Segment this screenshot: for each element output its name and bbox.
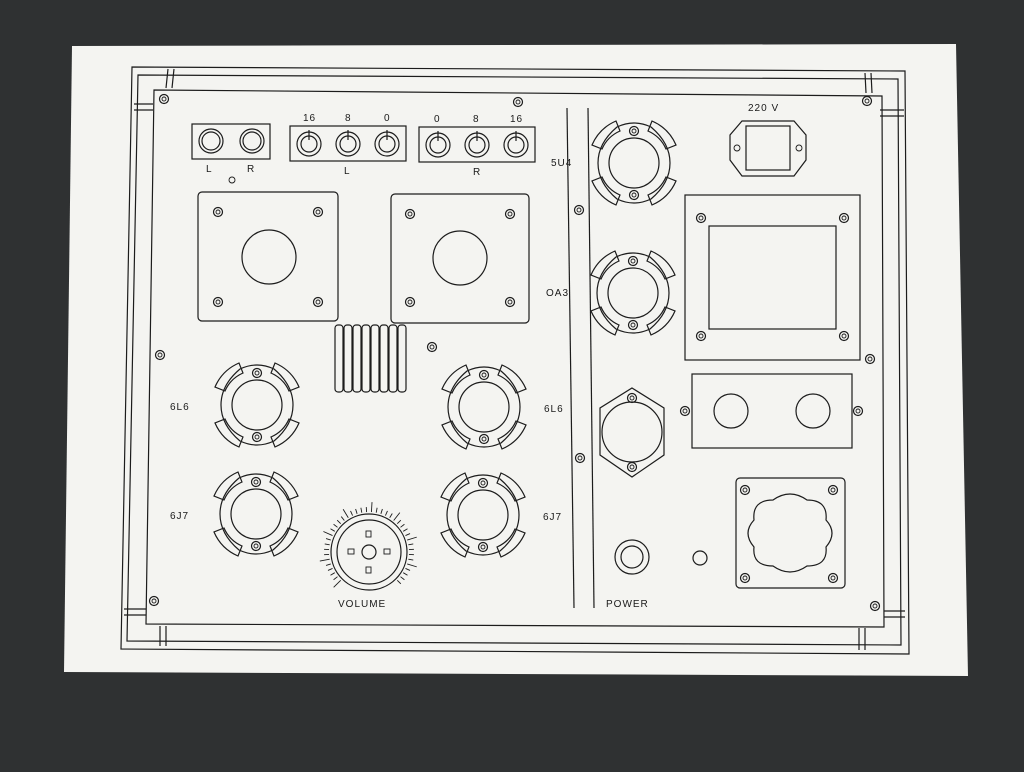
tap-0-left-label: 0 (384, 113, 391, 124)
tap-16-right-label: 16 (510, 114, 523, 125)
tap-left-channel-label: L (344, 166, 351, 177)
voltage-label: 220 V (748, 103, 779, 114)
input-right-label: R (247, 164, 255, 175)
tube-6l6-right-label: 6L6 (544, 404, 564, 415)
tap-right-channel-label: R (473, 167, 481, 178)
tap-8-right-label: 8 (473, 114, 480, 125)
tube-oa3-label: OA3 (546, 288, 569, 299)
tube-6j7-right-label: 6J7 (543, 512, 562, 523)
tube-6l6-left-label: 6L6 (170, 402, 190, 413)
power-label: POWER (606, 599, 649, 610)
tap-0-right-label: 0 (434, 114, 441, 125)
input-left-label: L (206, 164, 213, 175)
knob-tick (371, 502, 372, 512)
tap-16-left-label: 16 (303, 113, 316, 124)
tube-6j7-left-label: 6J7 (170, 511, 189, 522)
tap-8-left-label: 8 (345, 113, 352, 124)
volume-label: VOLUME (338, 599, 386, 610)
tube-5u4-label: 5U4 (551, 158, 572, 169)
